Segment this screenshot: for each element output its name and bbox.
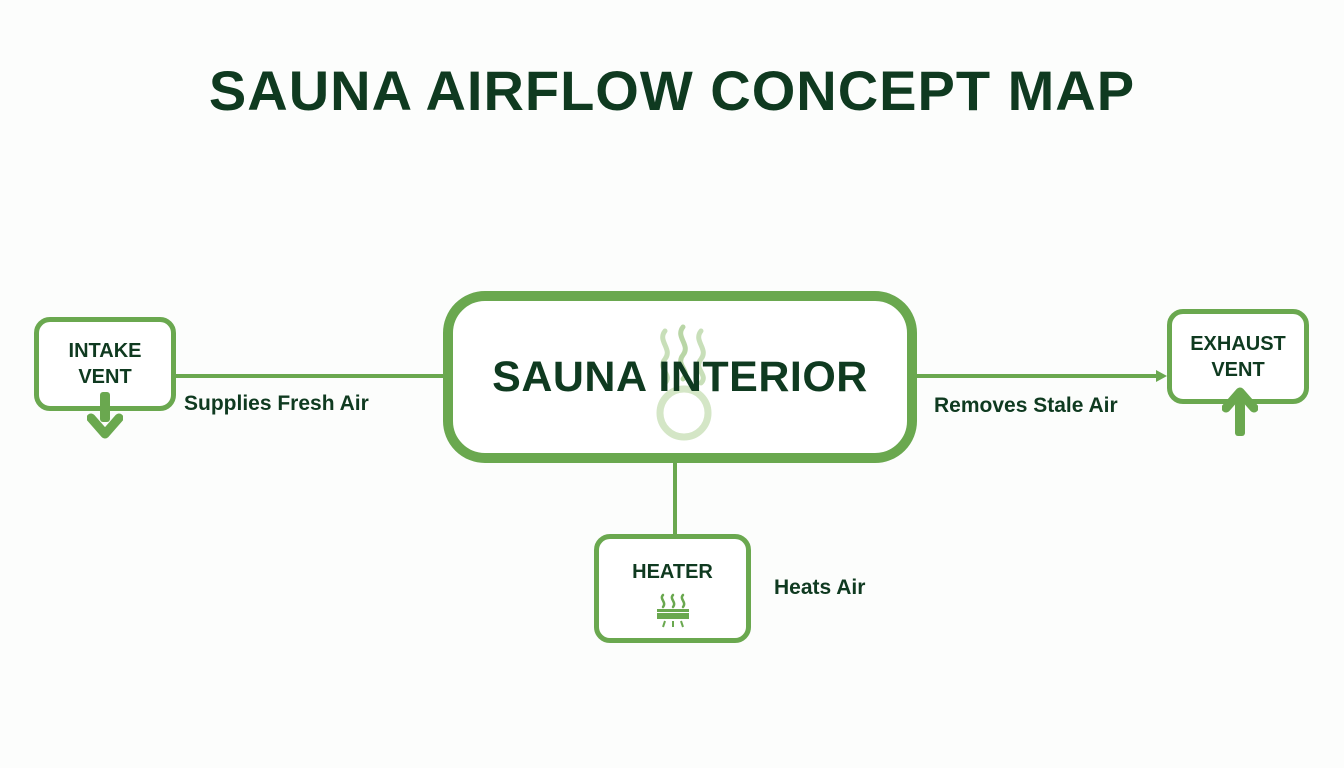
arrow-down-icon — [87, 392, 123, 439]
node-sauna-interior[interactable]: SAUNA INTERIOR — [443, 291, 917, 463]
exhaust-label-line2: VENT — [1211, 358, 1265, 381]
intake-label-line1: INTAKE — [68, 340, 142, 362]
node-heater-label: HEATER — [632, 561, 713, 583]
connector-arrowhead-icon — [1156, 370, 1167, 382]
node-sauna-interior-label: SAUNA INTERIOR — [492, 352, 868, 401]
edge-label-supplies-fresh-air: Supplies Fresh Air — [184, 392, 369, 415]
node-heater[interactable]: HEATER — [594, 534, 751, 643]
steam-icon — [656, 324, 712, 441]
node-exhaust-vent-label: EXHAUST VENT — [1172, 331, 1304, 383]
node-intake-vent-label: INTAKE VENT — [39, 338, 171, 390]
node-exhaust-vent[interactable]: EXHAUST VENT — [1167, 309, 1309, 404]
intake-label-line2: VENT — [78, 366, 132, 388]
heater-icon — [656, 593, 689, 628]
edge-label-heats-air: Heats Air — [774, 576, 866, 599]
diagram-title: SAUNA AIRFLOW CONCEPT MAP — [208, 59, 1136, 122]
exhaust-label-line1: EXHAUST — [1190, 332, 1286, 355]
arrow-up-icon — [1222, 387, 1258, 436]
edge-label-removes-stale-air: Removes Stale Air — [934, 394, 1118, 417]
